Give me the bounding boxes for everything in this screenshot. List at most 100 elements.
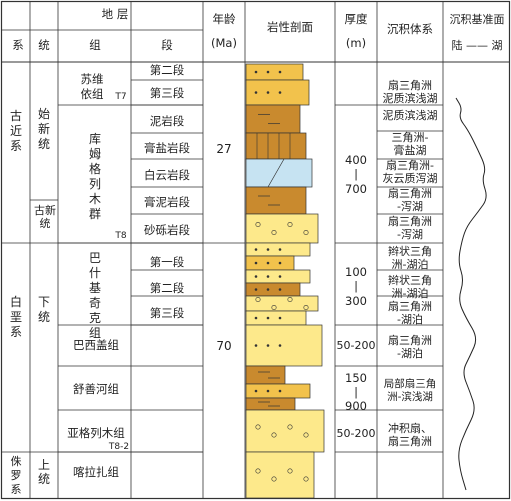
litho-pattern-6-pebble-0 [255,222,261,228]
header-age-title: 年龄 [212,12,236,26]
header-member: 段 [161,38,173,52]
litho-pattern-10-dot-0 [254,288,258,291]
litho-pattern-9-dot-2 [278,275,282,278]
header-baselevel-scale: 陆 —— 湖 [451,39,503,52]
sed-2: 泥质滨浅湖 [379,110,441,121]
litho-layer-6 [245,213,319,244]
sed-12: 冲积扇、扇三角洲 [379,422,441,448]
litho-layer-2 [245,104,301,134]
header-baselevel-title: 沉积基准面 [449,13,505,26]
litho-pattern-12-dot-1 [266,316,270,320]
sed-4: 扇三角洲-灰云质泻湖 [379,159,441,185]
thickness-1-top: 400 [345,153,367,167]
group-suweiyi-boundary: T7 [115,92,127,102]
group-shushanhe: 舒善河组 [73,382,119,396]
litho-pattern-1-dot-0 [254,91,258,94]
litho-pattern-1-dot-1 [266,91,270,94]
age-27: 27 [216,142,232,156]
sed-11-l1: 局部扇三角 [383,378,437,390]
age-70: 70 [216,339,232,353]
thickness-2-dash: | [354,279,358,293]
litho-pattern-12-dot-2 [278,316,282,320]
litho-pattern-8-dot-2 [278,261,282,265]
member-gypsum-salt: 膏盐岩段 [144,141,190,155]
group-baxigai: 巴西盖组 [73,338,119,352]
member-suweiyi-3: 第三段 [149,86,185,100]
sed-12-l2: 扇三角洲 [388,435,432,448]
litho-layer-4 [245,158,313,188]
member-dolomite: 白云岩段 [144,168,190,182]
litho-pattern-15-dot-0 [254,389,258,393]
base-level-line [455,97,487,491]
sed-6-l1: 扇三角洲 [388,215,432,228]
litho-pattern-7-dot-2 [278,248,282,251]
litho-layer-5 [245,186,307,215]
series-lower: 下统 [37,295,50,324]
litho-pattern-9-dot-1 [266,275,270,278]
group-kumugeliemu: 库姆格列木群 [88,132,101,221]
sed-6: 扇三角洲-泻湖 [379,215,441,241]
thickness-4-dash: | [354,385,358,399]
litho-pattern-7-dot-0 [254,248,258,251]
sed-3: 三角洲-膏盐湖 [379,131,441,157]
litho-pattern-13-dot-1 [266,344,270,347]
sed-1-l2: 泥质滨浅湖 [382,92,438,105]
litho-pattern-6-pebble-3 [303,230,309,236]
sed-8-l1: 辫状三角 [388,274,432,287]
sed-4-l1: 扇三角洲- [386,159,434,172]
sed-5-l2: -泻湖 [397,200,423,213]
litho-layer-13 [245,324,323,367]
litho-pattern-17-pebble-2 [287,424,293,430]
header-thickness-title: 厚度 [344,12,368,26]
litho-pattern-18-pebble-2 [287,468,293,474]
litho-pattern-17-pebble-0 [255,424,261,430]
sed-8-l2: 洲-湖泊 [391,287,429,300]
thickness-3: 50-200 [336,339,376,352]
thickness-4-bottom: 900 [345,399,367,413]
litho-pattern-10-dot-1 [266,288,270,291]
member-gypsum-mud: 膏泥岩段 [144,195,190,209]
sed-1: 扇三角洲泥质滨浅湖 [379,79,441,105]
litho-pattern-11-pebble-1 [271,304,277,310]
member-suweiyi-2: 第二段 [149,63,185,77]
series-eocene: 始新统 [37,107,50,151]
sed-9-l2: -湖泊 [397,313,423,326]
sed-7-l1: 辫状三角 [388,245,432,258]
system-cretaceous: 白垩系 [9,295,22,339]
litho-pattern-15-dot-1 [266,389,270,393]
litho-pattern-0-dot-1 [266,70,270,74]
sed-11: 局部扇三角洲-滨浅湖 [377,378,443,404]
thickness-1-bottom: 700 [345,182,367,196]
header-sedimentary: 沉积体系 [387,22,433,36]
sed-7-l2: 洲-湖泊 [391,258,429,271]
litho-pattern-12-dot-0 [254,316,258,320]
header-thickness-unit: (m) [345,36,367,50]
litho-pattern-13-dot-0 [254,344,258,347]
header-stratum: 地 层 [101,7,129,21]
litho-layer-18 [245,451,315,499]
litho-pattern-13-dot-2 [278,344,282,347]
litho-pattern-8-dot-1 [266,261,270,265]
litho-pattern-18-pebble-0 [255,468,261,474]
system-paleogene: 古近系 [9,109,22,153]
group-bashijiqike: 巴什基奇克组 [88,251,101,340]
sed-3-l1: 三角洲- [391,131,429,144]
system-jurassic: 侏罗系 [10,455,22,496]
header-series: 统 [38,38,50,52]
header-group: 组 [89,38,101,52]
group-yageliemu-boundary: T8-2 [108,442,130,452]
member-bashijiqike-3: 第三段 [149,306,185,320]
sed-7: 辫状三角洲-湖泊 [379,245,441,271]
sed-10-l2: -湖泊 [397,347,423,360]
litho-layer-17 [245,409,325,453]
litho-pattern-0-dot-2 [278,70,282,74]
header-lithology: 岩性剖面 [267,20,313,34]
litho-pattern-6-pebble-1 [271,230,277,236]
sed-1-l1: 扇三角洲 [388,79,432,92]
sed-5-l1: 扇三角洲 [388,187,432,200]
member-conglomerate: 砂砾岩段 [144,223,190,237]
header-system: 系 [12,38,24,52]
thickness-1-dash: | [354,167,358,181]
